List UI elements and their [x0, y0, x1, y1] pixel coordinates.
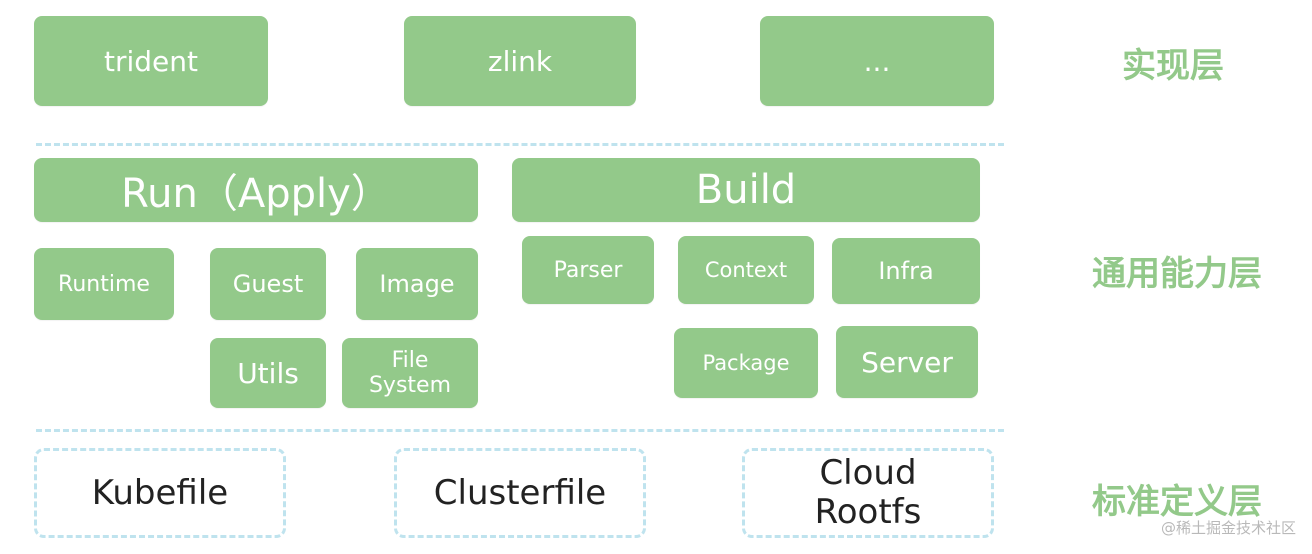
- parser-label: Parser: [553, 257, 623, 283]
- standard-layer-label: 标准定义层: [1092, 482, 1262, 522]
- top-divider: [36, 143, 1004, 146]
- utils-box: Utils: [210, 338, 326, 408]
- run-apply-header: Run（Apply）: [34, 158, 478, 222]
- utils-label: Utils: [237, 356, 299, 390]
- kubefile-box: Kubefile: [34, 448, 286, 538]
- common-layer-label: 通用能力层: [1092, 254, 1262, 294]
- watermark: @稀土掘金技术社区: [1160, 519, 1296, 537]
- cloud-rootfs-box: Cloud Rootfs: [742, 448, 994, 538]
- clusterfile-box: Clusterfile: [394, 448, 646, 538]
- image-box: Image: [356, 248, 478, 320]
- context-label: Context: [704, 258, 788, 282]
- more-implementations-label: ...: [863, 44, 891, 78]
- filesystem-label-line2: System: [368, 373, 452, 398]
- runtime-box: Runtime: [34, 248, 174, 320]
- context-box: Context: [678, 236, 814, 304]
- cloud-rootfs-label-line2: Rootfs: [814, 492, 922, 532]
- guest-box: Guest: [210, 248, 326, 320]
- implementation-layer-label: 实现层: [1122, 46, 1224, 86]
- clusterfile-label: Clusterfile: [433, 473, 607, 513]
- server-box: Server: [836, 326, 978, 398]
- zlink-label: zlink: [487, 44, 553, 78]
- infra-box: Infra: [832, 238, 980, 304]
- cloud-rootfs-label-line1: Cloud: [819, 452, 917, 493]
- parser-box: Parser: [522, 236, 654, 304]
- zlink-box: zlink: [404, 16, 636, 106]
- server-label: Server: [861, 345, 953, 379]
- package-box: Package: [674, 328, 818, 398]
- bottom-divider: [36, 429, 1004, 432]
- filesystem-label-line1: File: [391, 347, 429, 373]
- infra-label: Infra: [878, 257, 934, 285]
- more-implementations-box: ...: [760, 16, 994, 106]
- image-label: Image: [379, 270, 455, 298]
- build-header: Build: [512, 158, 980, 222]
- trident-label: trident: [104, 44, 198, 78]
- guest-label: Guest: [232, 270, 304, 298]
- kubefile-label: Kubefile: [91, 473, 229, 513]
- run-apply-title: Run（Apply）: [121, 171, 391, 217]
- build-title: Build: [695, 167, 797, 213]
- package-label: Package: [702, 351, 790, 375]
- filesystem-box: File System: [342, 338, 478, 408]
- runtime-label: Runtime: [58, 271, 150, 297]
- trident-box: trident: [34, 16, 268, 106]
